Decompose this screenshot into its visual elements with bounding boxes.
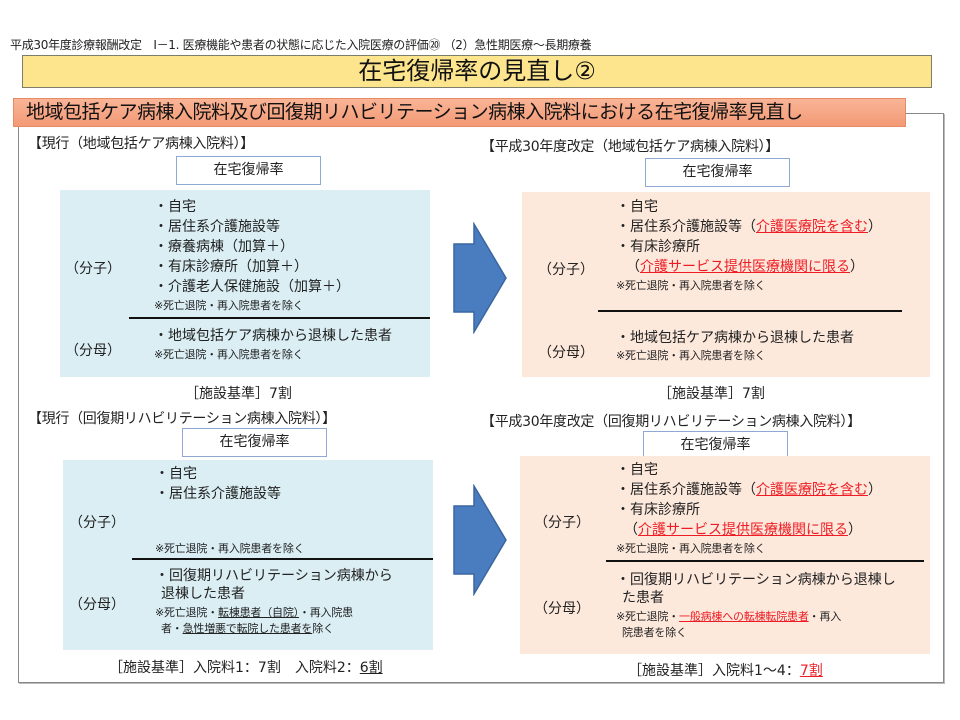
denominator-note-line2: 者・急性増悪で転院した患者を除く — [161, 621, 334, 636]
denominator-note-line1: ※死亡退院・一般病棟への転棟転院患者・再入 — [616, 609, 841, 624]
denominator-note-line2: 院患者を除く — [622, 626, 687, 639]
underlined-text: 転棟患者（自院） — [218, 606, 299, 619]
text: ・居住系介護施設等（ — [616, 482, 756, 498]
right-arrow-icon — [453, 222, 507, 334]
text: ） — [868, 482, 882, 498]
denominator-label: （分母） — [538, 345, 594, 361]
numerator-item: ・自宅 — [155, 466, 197, 482]
numerator-item: ・介護老人保健施設（加算＋） — [154, 279, 350, 295]
numerator-item: ・有床診療所 — [616, 239, 700, 255]
fraction-divider — [132, 558, 433, 560]
text: ※死亡退院・ — [155, 606, 219, 619]
numerator-item: ・自宅 — [616, 462, 658, 478]
right-arrow-icon — [453, 484, 507, 596]
numerator-item: ・療養病棟（加算＋） — [154, 239, 294, 255]
text: ［施設基準］入院料1～4： — [628, 663, 800, 679]
highlight-red: 介護サービス提供医療機関に限る — [638, 522, 848, 538]
denominator-note: ※死亡退院・再入院患者を除く — [154, 348, 304, 361]
highlight-red: 介護サービス提供医療機関に限る — [640, 259, 850, 275]
text: ・再入 — [808, 610, 842, 623]
rate-box-revised-chiiki: 在宅復帰率 — [645, 158, 790, 187]
numerator-item: ・居住系介護施設等 — [155, 486, 281, 502]
numerator-note: ※死亡退院・再入院患者を除く — [616, 542, 766, 555]
text: ※死亡退院・ — [616, 610, 680, 623]
facility-standard: ［施設基準］7割 — [658, 386, 765, 402]
panel-revised-kaifuku: ・自宅 ・居住系介護施設等（介護医療院を含む） ・有床診療所 （介護サービス提供… — [520, 456, 930, 654]
numerator-item-residential: ・居住系介護施設等（介護医療院を含む） — [616, 480, 882, 500]
denominator-item: た患者 — [622, 590, 664, 606]
text: ・再入院患 — [298, 606, 353, 619]
underlined-text: 急性増悪で転院した患者を — [182, 622, 313, 635]
denominator-note: ※死亡退院・再入院患者を除く — [616, 349, 766, 362]
denominator-item: ・回復期リハビリテーション病棟から退棟し — [616, 572, 896, 588]
text: ・居住系介護施設等（ — [616, 219, 756, 235]
heading-current-kaifuku: 【現行（回復期リハビリテーション病棟入院料）】 — [28, 411, 336, 427]
breadcrumb: 平成30年度診療報酬改定 Ⅰ－1. 医療機能や患者の状態に応じた入院医療の評価⑳… — [10, 38, 592, 52]
numerator-item: ・有床診療所（加算＋） — [154, 259, 308, 275]
numerator-item: ・居住系介護施設等 — [154, 219, 280, 235]
numerator-label: （分子） — [534, 515, 590, 531]
text: （ — [626, 259, 640, 275]
heading-revised-chiiki: 【平成30年度改定（地域包括ケア病棟入院料）】 — [481, 139, 779, 155]
page-title: 在宅復帰率の見直し② — [22, 55, 932, 88]
numerator-item: ・自宅 — [154, 199, 196, 215]
panel-current-chiiki: ・自宅 ・居住系介護施設等 ・療養病棟（加算＋） ・有床診療所（加算＋） ・介護… — [60, 190, 430, 377]
numerator-note: ※死亡退院・再入院患者を除く — [154, 299, 304, 312]
highlight-red: 一般病棟への転棟転院患者 — [679, 610, 809, 623]
text: ） — [868, 219, 882, 235]
heading-revised-kaifuku: 【平成30年度改定（回復期リハビリテーション病棟入院料）】 — [481, 414, 861, 430]
content-frame — [18, 113, 944, 683]
numerator-note: ※死亡退院・再入院患者を除く — [616, 279, 766, 292]
facility-standard: ［施設基準］入院料1～4：7割 — [628, 660, 823, 680]
text: ） — [848, 522, 862, 538]
text: ［施設基準］入院料1：7割 入院料2： — [109, 660, 360, 676]
numerator-note: ※死亡退院・再入院患者を除く — [155, 542, 305, 555]
numerator-item-residential: ・居住系介護施設等（介護医療院を含む） — [616, 217, 882, 237]
text: （ — [624, 522, 638, 538]
facility-standard: ［施設基準］入院料1：7割 入院料2：6割 — [109, 657, 383, 677]
denominator-label: （分母） — [65, 343, 121, 359]
highlight-red: 介護医療院を含む — [756, 482, 868, 498]
highlight-red: 介護医療院を含む — [756, 219, 868, 235]
denominator-item: ・地域包括ケア病棟から退棟した患者 — [616, 330, 854, 346]
panel-current-kaifuku: ・自宅 ・居住系介護施設等 （分子） ※死亡退院・再入院患者を除く ・回復期リハ… — [63, 460, 433, 650]
numerator-label: （分子） — [69, 515, 125, 531]
denominator-label: （分母） — [69, 597, 125, 613]
denominator-item: ・回復期リハビリテーション病棟から — [155, 568, 393, 584]
numerator-item-clinic-note: （介護サービス提供医療機関に限る） — [626, 257, 864, 277]
text: 除く — [312, 622, 334, 635]
fraction-divider — [598, 310, 902, 312]
underlined-text: 6割 — [359, 660, 383, 676]
rate-box-current-chiiki: 在宅復帰率 — [176, 156, 321, 185]
numerator-item: ・有床診療所 — [616, 502, 700, 518]
denominator-label: （分母） — [534, 601, 590, 617]
frame-top-border — [904, 113, 944, 114]
heading-current-chiiki: 【現行（地域包括ケア病棟入院料）】 — [28, 136, 254, 152]
section-subtitle: 地域包括ケア病棟入院料及び回復期リハビリテーション病棟入院料における在宅復帰率見… — [13, 98, 906, 127]
rate-box-revised-kaifuku: 在宅復帰率 — [643, 431, 788, 460]
numerator-label: （分子） — [538, 262, 594, 278]
text: 者・ — [161, 622, 183, 635]
facility-standard: ［施設基準］7割 — [185, 386, 292, 402]
highlight-red: 7割 — [799, 663, 823, 679]
numerator-item-clinic-note: （介護サービス提供医療機関に限る） — [624, 520, 862, 540]
denominator-item: 退棟した患者 — [161, 586, 245, 602]
fraction-divider — [606, 560, 924, 562]
rate-box-current-kaifuku: 在宅復帰率 — [182, 428, 327, 457]
fraction-divider — [129, 317, 430, 319]
text: ） — [850, 259, 864, 275]
denominator-item: ・地域包括ケア病棟から退棟した患者 — [154, 328, 392, 344]
denominator-note-line1: ※死亡退院・転棟患者（自院）・再入院患 — [155, 605, 353, 620]
panel-revised-chiiki: ・自宅 ・居住系介護施設等（介護医療院を含む） ・有床診療所 （介護サービス提供… — [522, 192, 930, 377]
numerator-item: ・自宅 — [616, 199, 658, 215]
numerator-label: （分子） — [65, 261, 121, 277]
